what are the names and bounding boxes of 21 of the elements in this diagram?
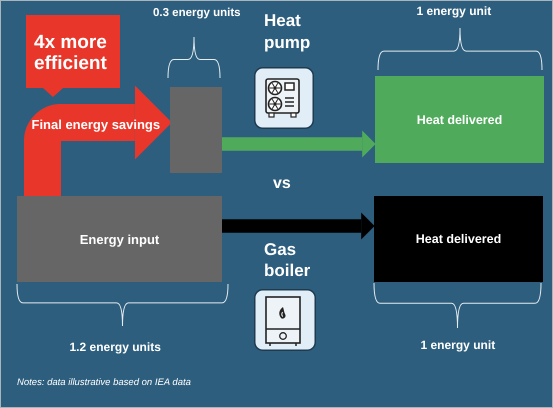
measure-label: 1 energy unit xyxy=(420,338,496,352)
arrow xyxy=(222,212,375,240)
box-label: 4x more efficient xyxy=(34,32,108,74)
box-label: Heat delivered xyxy=(416,232,502,246)
heading: Heat pump xyxy=(264,10,312,54)
heading: Gas boiler xyxy=(264,239,312,281)
measure-label: 1 energy unit xyxy=(416,4,492,18)
measure-label: 0.3 energy units xyxy=(153,6,241,20)
output-box xyxy=(375,76,544,163)
arrow xyxy=(24,86,172,196)
input-box xyxy=(170,87,222,173)
note: Notes: data illustrative based on IEA data xyxy=(17,377,191,389)
input-box xyxy=(17,196,222,282)
box-label: Heat delivered xyxy=(416,112,502,126)
edge-label: Final energy savings xyxy=(32,117,160,133)
comparison-label: vs xyxy=(273,174,291,194)
measure-label: 1.2 energy units xyxy=(70,340,161,354)
output-box xyxy=(374,196,543,282)
arrow xyxy=(222,130,376,158)
box-label: Energy input xyxy=(80,232,160,246)
callout-box xyxy=(26,15,120,97)
